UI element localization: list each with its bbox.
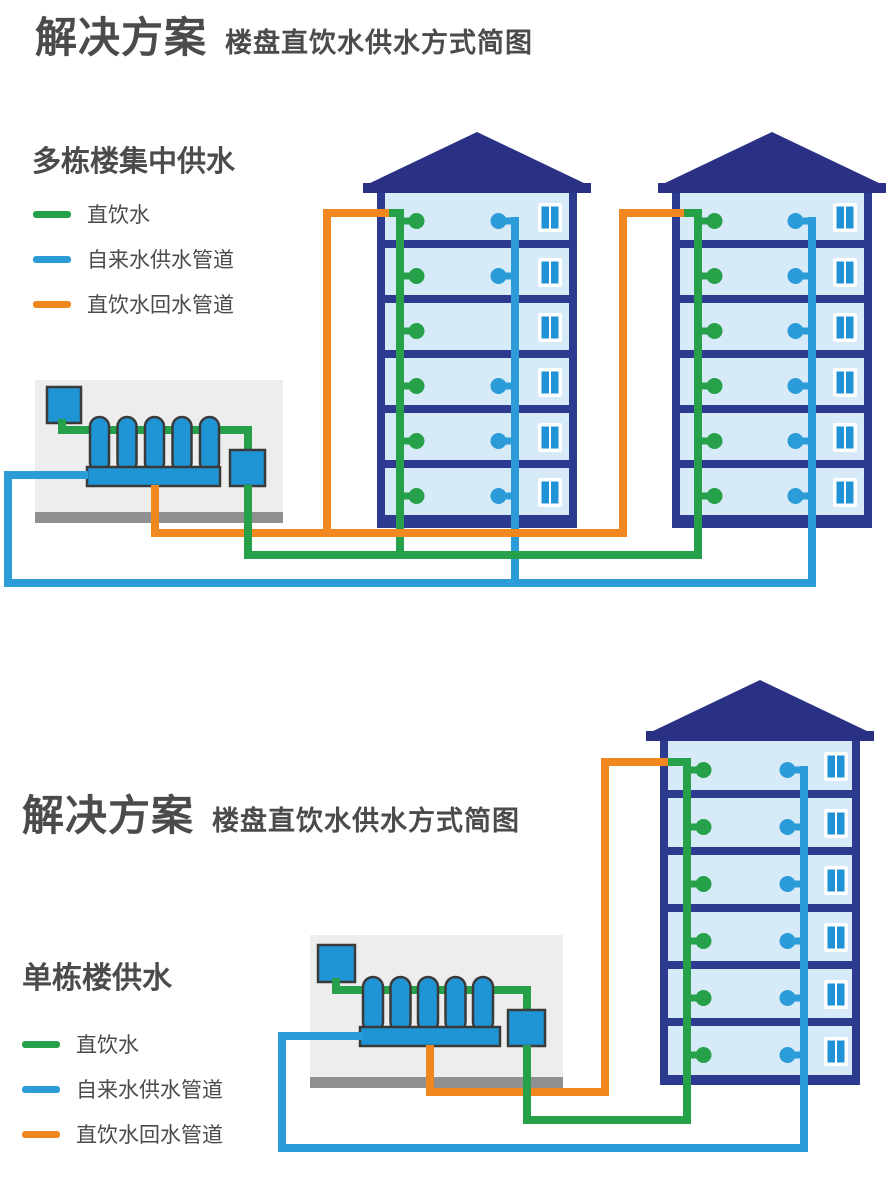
window (824, 980, 848, 1009)
window (538, 203, 562, 232)
tap-water-main (278, 1032, 808, 1152)
building-2 (658, 132, 886, 528)
legend-label: 直饮水 (76, 1034, 139, 1057)
water-treatment-room (310, 935, 563, 1088)
legend-item-direct-drinking-water: 直饮水 (33, 203, 234, 227)
page-title-main: 解决方案 (22, 792, 195, 839)
legend-item-drinking-water-return-pipe: 直饮水回水管道 (22, 1123, 223, 1147)
window (824, 1037, 848, 1066)
roof-eaves (646, 731, 874, 741)
window (824, 809, 848, 838)
window (538, 478, 562, 507)
legend-label: 自来水供水管道 (87, 249, 234, 272)
window (538, 368, 562, 397)
single-building-diagram (278, 680, 874, 1152)
return-water-pipe (426, 758, 668, 1096)
legend-item-tap-water-supply-pipe: 自来水供水管道 (22, 1078, 223, 1102)
tap-water-main (4, 471, 816, 587)
legend-swatch-orange (22, 1130, 60, 1138)
legend-swatch-blue (33, 255, 71, 263)
window (833, 313, 857, 342)
page-title-subtitle: 楼盘直饮水供水方式简图 (212, 806, 521, 836)
window (833, 423, 857, 452)
roof-eaves (658, 183, 886, 193)
window (824, 923, 848, 952)
legend-label: 直饮水回水管道 (87, 294, 234, 317)
multi-building-diagram (4, 132, 886, 587)
window (824, 752, 848, 781)
filter-columns (88, 415, 221, 474)
roof (663, 132, 881, 184)
return-water-pipe (151, 209, 684, 537)
section-label-multi: 多栋楼集中供水 (32, 146, 236, 178)
pump-tank (228, 448, 267, 488)
legend-swatch-green (33, 210, 71, 218)
building-3 (646, 680, 874, 1085)
window (833, 368, 857, 397)
window (538, 258, 562, 287)
tap-water-risers (490, 213, 816, 587)
roof-eaves (363, 183, 591, 193)
legend-item-tap-water-supply-pipe: 自来水供水管道 (33, 248, 234, 272)
pump-tank (506, 1008, 547, 1048)
roof (651, 680, 869, 732)
filter-base (358, 1025, 502, 1048)
legend-swatch-green (22, 1040, 60, 1048)
filter-columns (361, 975, 495, 1034)
page-title-main: 解决方案 (35, 14, 208, 61)
roof (368, 132, 586, 184)
legend-item-drinking-water-return-pipe: 直饮水回水管道 (33, 293, 234, 317)
page-title-subtitle: 楼盘直饮水供水方式简图 (225, 28, 534, 58)
filter-base (85, 465, 222, 488)
legend-label: 直饮水回水管道 (76, 1124, 223, 1147)
window (824, 866, 848, 895)
window (538, 313, 562, 342)
window (833, 203, 857, 232)
legend-label: 自来水供水管道 (76, 1079, 223, 1102)
window (833, 478, 857, 507)
window (833, 258, 857, 287)
building-1 (363, 132, 591, 528)
page-title: 解决方案 楼盘直饮水供水方式简图 (35, 4, 533, 65)
tap-water-risers (779, 762, 808, 1152)
legend-multi: 直饮水 自来水供水管道 直饮水回水管道 (33, 203, 234, 338)
legend-single: 直饮水 自来水供水管道 直饮水回水管道 (22, 1033, 223, 1168)
legend-label: 直饮水 (87, 204, 150, 227)
legend-swatch-orange (33, 300, 71, 308)
water-tank (45, 385, 83, 425)
page-title-2: 解决方案 楼盘直饮水供水方式简图 (22, 782, 520, 843)
drinking-water-risers (385, 209, 723, 559)
room-baseboard (310, 1077, 563, 1088)
water-tank (316, 943, 357, 984)
drinking-water-main (244, 485, 702, 559)
window (538, 423, 562, 452)
legend-swatch-blue (22, 1085, 60, 1093)
legend-item-direct-drinking-water: 直饮水 (22, 1033, 223, 1057)
drinking-water-main (523, 1045, 691, 1124)
drinking-water-risers (668, 758, 712, 1124)
section-label-single: 单栋楼供水 (22, 962, 172, 995)
